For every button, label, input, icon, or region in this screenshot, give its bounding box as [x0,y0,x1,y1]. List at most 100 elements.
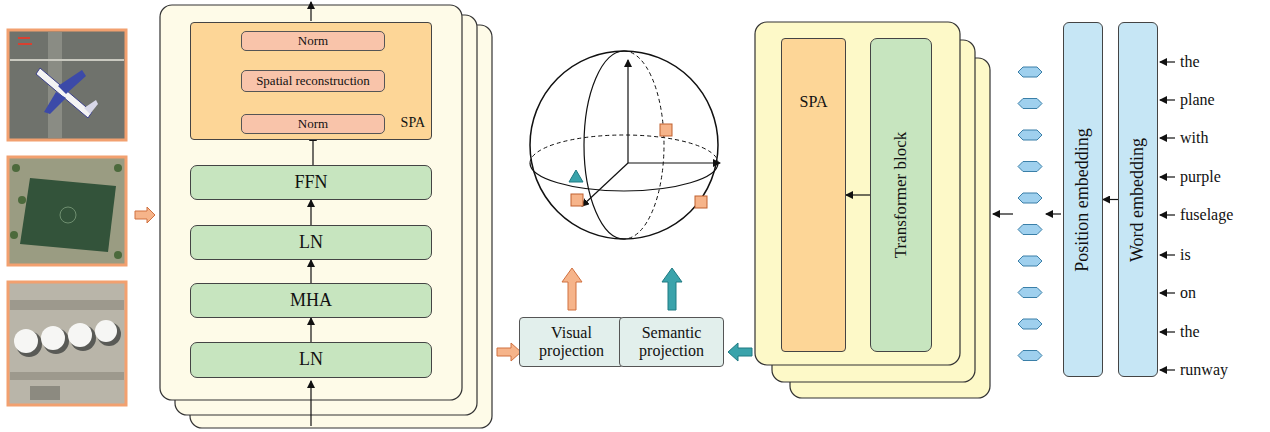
stack-card [160,5,462,400]
token [1018,193,1042,203]
input-word: is [1180,245,1191,265]
node-text: MHA [290,291,332,311]
leader-arrow [1160,137,1175,138]
input-word: fuselage [1180,205,1233,225]
field [20,178,116,252]
token [1018,351,1042,361]
reconstruction-box: Spatial reconstruction [241,70,385,92]
flow-arrow [846,194,870,195]
word-leaders [1160,62,1175,370]
tree [12,164,20,172]
road [10,372,124,380]
flow-arrow [1046,213,1061,214]
token [1018,256,1042,266]
node-text: LN [299,350,323,370]
tank [14,329,38,353]
embedding-box: Position embedding [1063,22,1103,377]
token [1018,225,1042,235]
stack-card [755,22,960,365]
field-circle [60,207,76,223]
tree [18,196,26,204]
leader-arrow [1160,99,1175,100]
input-word: runway [1180,360,1228,380]
runway-marking [18,43,32,45]
node-text: SPA [401,115,425,130]
output-arrow [310,2,311,21]
node-text: FFN [294,173,327,193]
ln-box: LN [190,342,432,378]
image-frame [8,157,126,265]
ffn-box: FFN [190,165,432,200]
airport-image [8,30,126,140]
norm-box: Norm [241,31,385,51]
road [10,300,124,310]
block-arrow [728,343,752,361]
image-point [695,196,707,208]
flow-arrow [310,200,311,225]
axis [627,60,628,163]
tree [10,231,18,239]
input-word: with [1180,128,1208,148]
node-text: Norm [298,34,328,48]
flow-arrow [310,260,311,283]
input-word: the [1180,52,1200,72]
norm-box: Norm [241,114,385,134]
node-text: Semantic projection [620,324,723,359]
mha-box: MHA [190,283,432,318]
node-text: Position embedding [1073,128,1093,272]
tank-image [8,282,126,405]
node-text: Visual projection [520,324,623,359]
input-arrow [310,381,311,426]
image-frame [8,30,126,140]
image-point [571,194,583,206]
building [30,386,60,400]
sphere-outline [530,51,718,239]
block-arrow [135,207,155,223]
embedding-sphere [530,51,720,239]
tree [114,251,122,259]
input-word: on [1180,283,1196,303]
input-word: purple [1180,167,1221,187]
token [1018,130,1042,140]
token-column [1018,67,1042,361]
leader-arrow [1160,214,1175,215]
text-encoder-stack [755,22,990,398]
node-text: Spatial reconstruction [256,74,370,88]
spa-block: SPANormSpatial reconstructionNorm [190,22,432,140]
token [1018,67,1042,77]
image-point [660,124,672,136]
flow-arrow [310,318,311,342]
token [1018,162,1042,172]
block-arrow [662,268,682,310]
input-word: the [1180,322,1200,342]
leader-arrow [1160,254,1175,255]
embedding-box: Word embedding [1118,22,1158,377]
token [1018,288,1042,298]
equator-back [530,135,718,163]
node-text: SPA [782,93,845,111]
token [1018,319,1042,329]
tank [95,320,117,342]
token [1018,99,1042,109]
node-text: Transformer block [892,132,911,258]
leader-arrow [1160,61,1175,62]
node-text: Word embedding [1128,137,1148,261]
tree [114,164,122,172]
leader-arrow [1160,369,1175,370]
leader-arrow [1160,176,1175,177]
block-arrow [497,343,521,361]
runway-marking [18,37,30,39]
plane-wing [44,92,66,114]
ln-box: LN [190,225,432,260]
flow-arrow [1103,199,1118,200]
transformer-block: Transformer block [870,38,932,352]
leader-arrow [1160,331,1175,332]
axis [628,162,720,163]
node-text: Norm [298,117,328,131]
leader-arrow [1160,292,1175,293]
spa-block: SPA [781,38,846,352]
tank [41,326,65,350]
vision-encoder-stack [160,2,492,428]
field-image [8,157,126,265]
